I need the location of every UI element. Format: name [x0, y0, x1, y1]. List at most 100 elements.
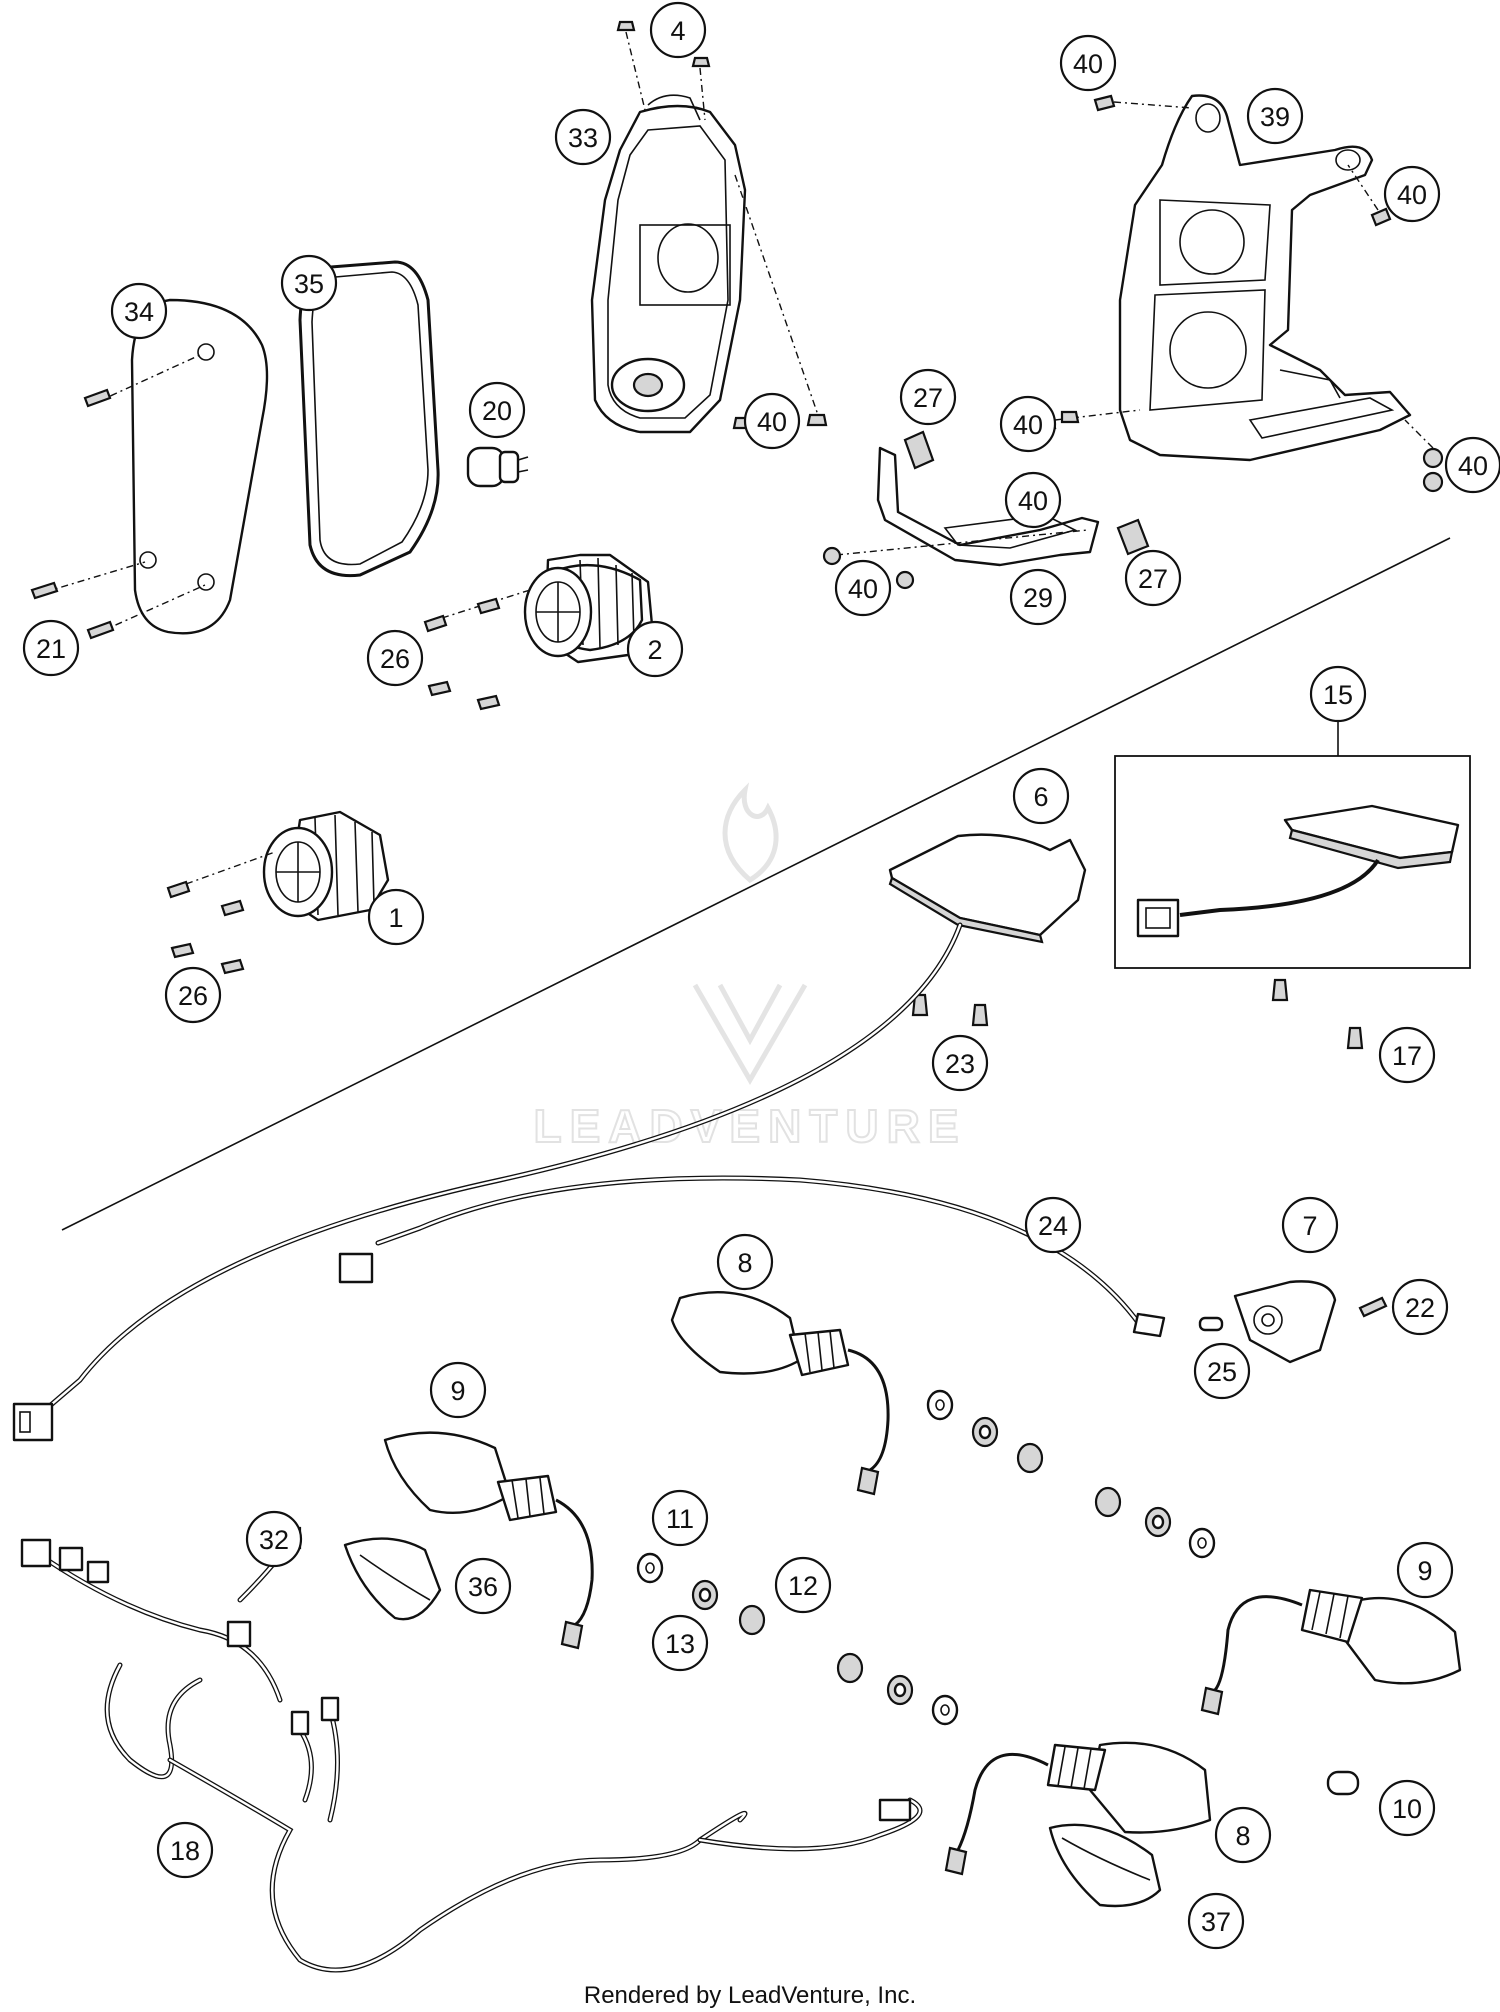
callout-label: 2 [647, 635, 662, 665]
callout-c40b: 40 [1383, 165, 1441, 223]
callout-c40c: 40 [1444, 436, 1500, 494]
callout-c26b: 26 [164, 966, 222, 1024]
lens-36 [343, 1537, 442, 1621]
callout-c7: 7 [1281, 1196, 1339, 1254]
callout-c33: 33 [554, 108, 612, 166]
turn-signal-9-left [383, 1431, 594, 1650]
separator-line [61, 537, 1451, 1231]
callout-label: 4 [670, 16, 685, 46]
screws-40-housing [732, 174, 828, 430]
socket-20 [466, 446, 529, 488]
callout-c6: 6 [1012, 767, 1070, 825]
callout-label: 8 [1235, 1821, 1250, 1851]
kit-box-15 [1114, 755, 1471, 969]
callout-label: 9 [450, 1376, 465, 1406]
callout-c35: 35 [280, 254, 338, 312]
callout-c37: 37 [1187, 1892, 1245, 1950]
callout-c12: 12 [774, 1556, 832, 1614]
callout-label: 18 [170, 1836, 200, 1866]
callout-c40g: 40 [1004, 471, 1062, 529]
render-credit: Rendered by LeadVenture, Inc. [583, 1982, 917, 2009]
callout-label: 17 [1392, 1041, 1422, 1071]
watermark-text: LEADVENTURE [533, 1100, 966, 1152]
callout-label: 40 [1018, 486, 1048, 516]
screw-22 [1358, 1296, 1388, 1318]
callout-c9a: 9 [429, 1361, 487, 1419]
bulb-10 [1326, 1770, 1360, 1796]
callout-label: 1 [388, 903, 403, 933]
screws-4 [616, 20, 711, 121]
callout-label: 23 [945, 1049, 975, 1079]
callout-label: 6 [1033, 782, 1048, 812]
lens-37 [1048, 1823, 1162, 1908]
callout-c24: 24 [1024, 1196, 1082, 1254]
callout-label: 8 [737, 1248, 752, 1278]
holder-7 [1233, 1280, 1337, 1364]
watermark-logo: LEADVENTURE [532, 782, 966, 1153]
callout-label: 12 [788, 1571, 818, 1601]
turn-signal-8-upper [670, 1291, 890, 1496]
callout-label: 29 [1023, 583, 1053, 613]
callout-label: 22 [1405, 1293, 1435, 1323]
callout-label: 40 [1013, 410, 1043, 440]
screws-26-lower [166, 851, 276, 975]
callout-c39: 39 [1246, 87, 1304, 145]
callout-label: 40 [757, 407, 787, 437]
callout-label: 37 [1201, 1907, 1231, 1937]
callout-c32: 32 [245, 1510, 303, 1568]
callout-c18: 18 [156, 1821, 214, 1879]
callout-c10: 10 [1378, 1779, 1436, 1837]
callout-c29: 29 [1009, 568, 1067, 626]
callout-c40e: 40 [999, 395, 1057, 453]
callout-c2: 2 [626, 620, 684, 678]
callout-label: 11 [666, 1504, 694, 1534]
headlight-bracket [1118, 94, 1412, 462]
clips-27 [903, 430, 1150, 556]
callout-c11: 11 [651, 1489, 709, 1547]
callout-label: 9 [1417, 1556, 1432, 1586]
callout-c40a: 40 [1059, 34, 1117, 92]
callout-label: 15 [1323, 680, 1353, 710]
callout-c36: 36 [454, 1557, 512, 1615]
callout-label: 20 [482, 396, 512, 426]
mount-bracket [876, 446, 1100, 567]
callout-label: 36 [468, 1572, 498, 1602]
washers-lower-row [636, 1552, 959, 1726]
callout-c9b: 9 [1396, 1541, 1454, 1599]
gasket [298, 260, 440, 578]
tail-light-15 [1136, 804, 1460, 938]
callout-label: 34 [124, 297, 154, 327]
callout-c26a: 26 [366, 629, 424, 687]
headlight-housing [590, 94, 747, 434]
headlight-cover [130, 298, 269, 635]
callout-label: 40 [848, 574, 878, 604]
callout-c34: 34 [110, 282, 168, 340]
callout-label: 10 [1392, 1794, 1422, 1824]
callout-c17: 17 [1378, 1026, 1436, 1084]
callout-label: 39 [1260, 102, 1290, 132]
callout-label: 40 [1397, 180, 1427, 210]
callout-c8a: 8 [716, 1233, 774, 1291]
callout-c13: 13 [651, 1614, 709, 1672]
callout-c8b: 8 [1214, 1806, 1272, 1864]
callout-c1: 1 [367, 888, 425, 946]
callout-label: 26 [178, 981, 208, 1011]
cable-24 [338, 1175, 1166, 1338]
callout-c40d: 40 [743, 392, 801, 450]
callout-c15: 15 [1309, 665, 1367, 723]
license-light-6 [888, 833, 1087, 944]
callout-label: 24 [1038, 1211, 1068, 1241]
callout-c20: 20 [468, 381, 526, 439]
washers-upper-row [926, 1389, 1216, 1559]
callout-c4: 4 [649, 1, 707, 59]
callout-c27a: 27 [899, 368, 957, 426]
callout-label: 27 [913, 383, 943, 413]
screws-17 [1271, 978, 1364, 1050]
callout-label: 21 [36, 634, 66, 664]
callout-label: 35 [294, 269, 324, 299]
fog-light-2 [523, 553, 654, 664]
callout-label: 32 [259, 1525, 289, 1555]
callout-c25: 25 [1193, 1342, 1251, 1400]
